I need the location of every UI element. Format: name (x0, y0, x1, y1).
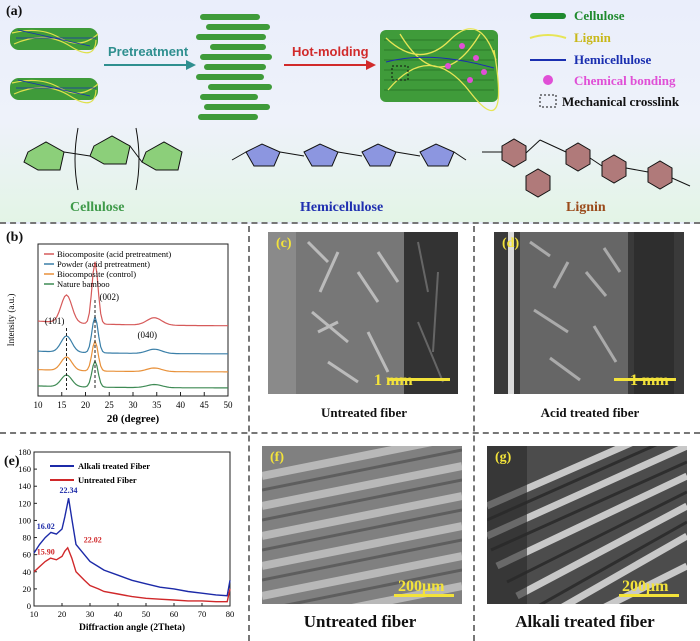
separated-fibers (196, 14, 272, 120)
legend-hemicellulose: Hemicellulose (574, 52, 652, 67)
x-tick-label: 20 (58, 609, 67, 619)
x-tick-label: 40 (114, 609, 123, 619)
legend-entry: Biocomposite (control) (57, 269, 136, 279)
raw-bamboo-bundle-bottom (10, 78, 99, 104)
panel-g-label: (g) (495, 450, 512, 465)
peak-annotation: (002) (100, 292, 120, 302)
legend-chemical-bonding: Chemical bonding (574, 73, 676, 88)
x-tick-label: 30 (86, 609, 95, 619)
hemicellulose-structure (231, 143, 467, 167)
x-tick-label: 35 (152, 400, 162, 410)
x-tick-label: 20 (81, 400, 91, 410)
lignin-name: Lignin (566, 200, 606, 215)
panel-d-scale: 1 mm (630, 372, 669, 389)
x-tick-label: 45 (200, 400, 210, 410)
peak-annotation: (040) (138, 330, 158, 340)
peak-label: 22.34 (60, 486, 78, 495)
panel-g-scale: 200μm (622, 578, 669, 595)
series-line (33, 498, 231, 597)
y-tick-label: 180 (18, 447, 31, 457)
y-tick-label: 0 (27, 601, 31, 611)
legend-cellulose: Cellulose (574, 8, 625, 23)
panel-f-label: (f) (270, 450, 284, 465)
peak-annotation: (101) (45, 316, 65, 326)
x-tick-label: 25 (105, 400, 115, 410)
y-tick-label: 160 (18, 464, 31, 474)
x-tick-label: 40 (176, 400, 186, 410)
sem-image-g (487, 446, 687, 604)
peak-label: 22.02 (84, 536, 102, 545)
panel-a-label: (a) (6, 4, 23, 19)
separator-horizontal (0, 432, 700, 434)
y-tick-label: 60 (23, 550, 32, 560)
x-tick-label: 60 (170, 609, 179, 619)
panel-a-schematic (10, 13, 691, 198)
panel-f-caption: Untreated fiber (303, 612, 417, 631)
legend-entry: Alkali treated Fiber (78, 461, 150, 471)
sem-image-f (262, 446, 462, 604)
x-tick-label: 50 (224, 400, 234, 410)
molded-composite (380, 28, 500, 112)
panel-c-label: (c) (276, 236, 292, 251)
panel-c-caption: Untreated fiber (320, 405, 408, 420)
lignin-structure (482, 138, 691, 198)
series-line (37, 261, 228, 327)
y-tick-label: 120 (18, 498, 31, 508)
x-tick-label: 30 (129, 400, 139, 410)
panel-c-scale: 1 mm (374, 372, 413, 389)
y-tick-label: 100 (18, 515, 31, 525)
hemicellulose-name: Hemicellulose (300, 200, 384, 215)
x-axis-label: Diffraction angle (2Theta) (79, 622, 185, 633)
peak-label: 16.02 (37, 522, 55, 531)
series-line (33, 546, 231, 603)
cellulose-structure (23, 127, 183, 191)
legend-swatch-bonding (543, 75, 553, 85)
y-tick-label: 40 (23, 567, 32, 577)
legend-swatch-cellulose (530, 13, 566, 19)
y-axis-label: Intensity (a.u.) (6, 294, 16, 347)
x-tick-label: 50 (142, 609, 151, 619)
cellulose-name: Cellulose (70, 200, 125, 215)
y-tick-label: 140 (18, 481, 31, 491)
raw-bamboo-bundle-top (10, 28, 99, 54)
x-tick-label: 10 (30, 609, 39, 619)
legend-entry: Biocomposite (acid pretreatment) (57, 249, 171, 259)
x-tick-label: 15 (57, 400, 67, 410)
hot-molding-label: Hot-molding (292, 44, 369, 59)
x-axis-label: 2θ (degree) (107, 413, 160, 425)
legend-swatch-lignin (529, 34, 567, 39)
y-tick-label: 80 (23, 533, 32, 543)
legend-entry: Untreated Fiber (78, 475, 137, 485)
series-line (37, 339, 228, 373)
x-tick-label: 70 (198, 609, 207, 619)
panel-d-label: (d) (502, 236, 520, 251)
sem-image-d (494, 232, 684, 394)
legend-lignin: Lignin (574, 30, 611, 45)
plot-frame (33, 451, 231, 607)
series-line (37, 359, 228, 389)
legend-entry: Nature bamboo (57, 279, 110, 289)
x-tick-label: 10 (34, 400, 44, 410)
panel-b-label: (b) (6, 230, 24, 245)
legend-mechanical-crosslink: Mechanical crosslink (562, 94, 680, 109)
series-line (37, 314, 228, 355)
pretreatment-label: Pretreatment (108, 44, 189, 59)
peak-label: 15.90 (37, 548, 55, 557)
y-tick-label: 20 (23, 584, 32, 594)
panel-e-label: (e) (4, 454, 20, 469)
sem-image-c (268, 232, 458, 394)
panel-f-scale: 200μm (398, 578, 445, 595)
panel-a: (a) (0, 0, 700, 224)
x-tick-label: 80 (226, 609, 235, 619)
panel-e-diffraction-chart: 10 20 30 40 50 60 70 80 0 20 40 60 80 100 120 140 160 180… (18, 447, 235, 633)
legend-swatch-crosslink (539, 94, 557, 108)
panel-g-caption: Alkali treated fiber (515, 612, 655, 631)
legend-entry: Powder (acid pretreatment) (57, 259, 150, 269)
panel-b-xrd-chart: 10 15 20 25 30 35 40 45 50 2θ (degree) Intensity (… (6, 243, 234, 425)
panel-d-caption: Acid treated fiber (540, 405, 640, 420)
